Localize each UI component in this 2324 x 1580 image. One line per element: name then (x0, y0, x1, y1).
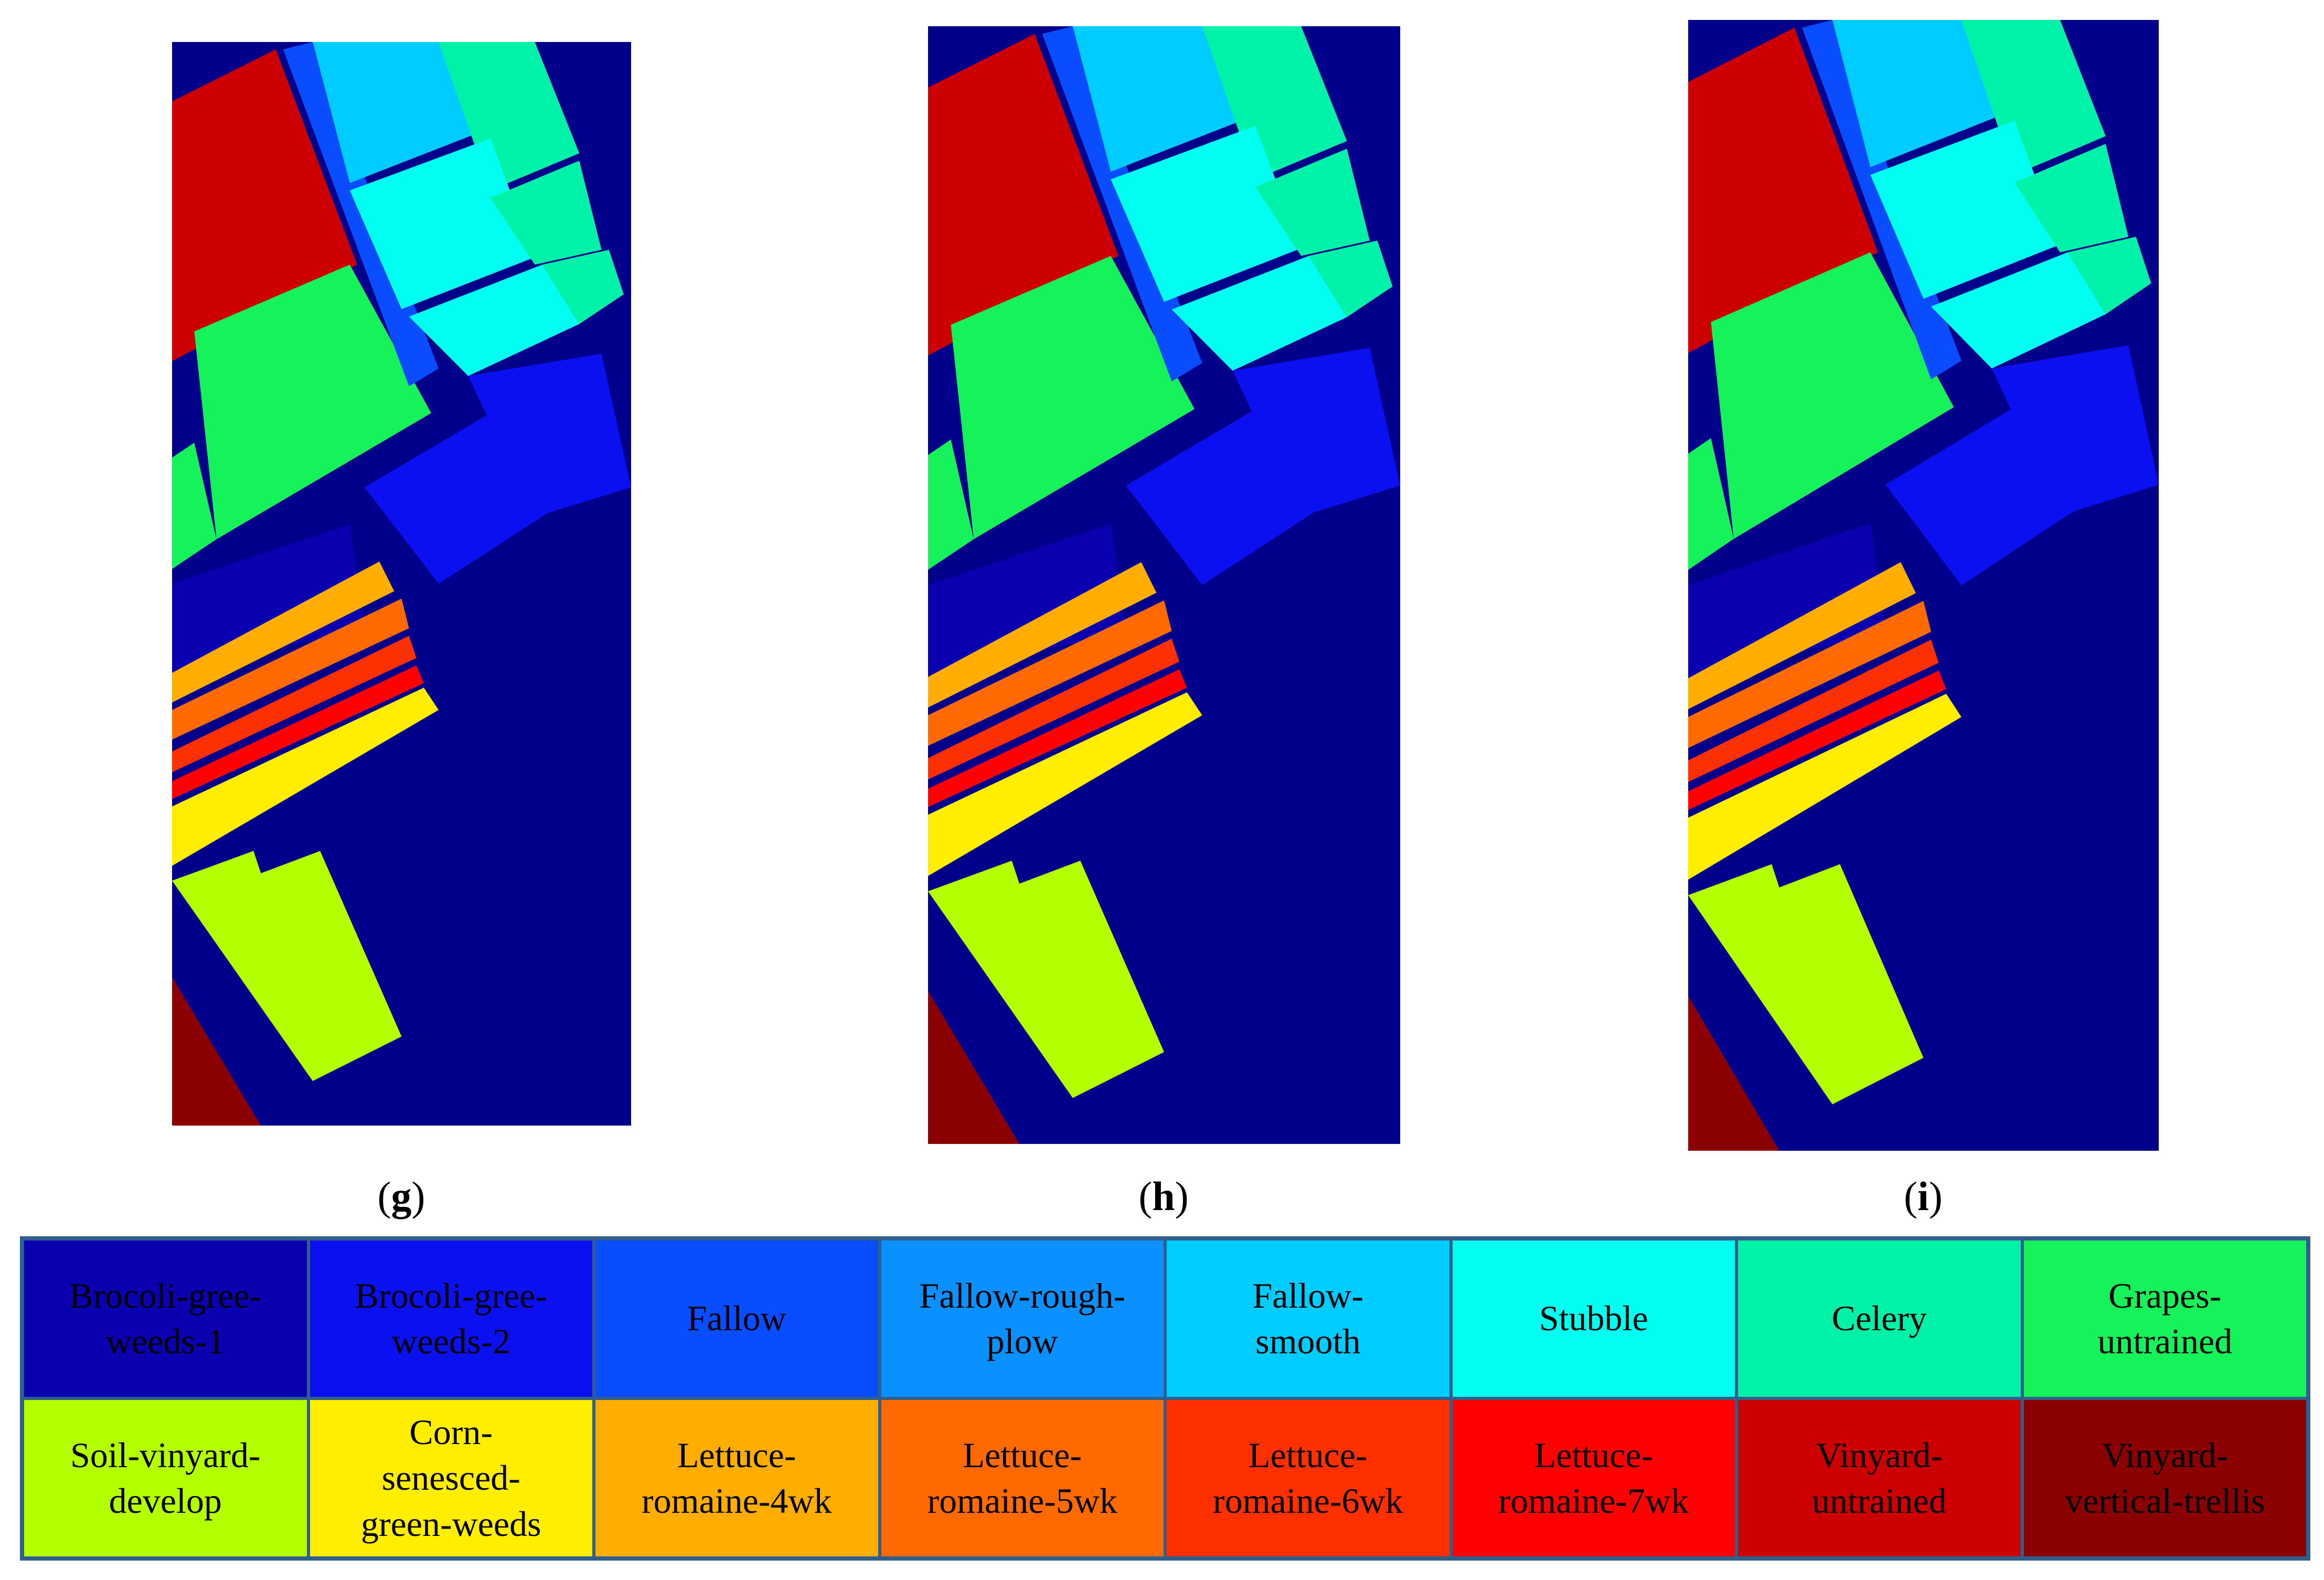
celery-field-3 (1308, 240, 1393, 317)
legend-cell: Vinyard- untrained (1736, 1398, 2022, 1558)
lettuce-4wk-stripe (1688, 562, 1916, 709)
stubble-field-2 (409, 264, 580, 376)
corn-senesced-stripe (928, 692, 1202, 876)
grapes-untrained-strip (1688, 438, 1734, 570)
grapes-untrained-region (194, 264, 431, 539)
corn-senesced-stripe (172, 687, 439, 866)
legend-cell: Stubble (1451, 1239, 1736, 1398)
celery-field-2 (2014, 144, 2129, 252)
grapes-untrained-strip (928, 439, 974, 570)
legend-cell: Vinyard- vertical-trellis (2022, 1398, 2308, 1558)
celery-field-1 (1961, 20, 2106, 175)
map-panel-h (928, 26, 1400, 1144)
vinyard-vertical-trellis-region (172, 977, 261, 1126)
lettuce-4wk-stripe (928, 562, 1157, 708)
lettuce-7wk-stripe (928, 669, 1187, 808)
lettuce-6wk-stripe (172, 635, 417, 772)
legend-cell: Fallow (594, 1239, 880, 1398)
classification-map-svg (172, 42, 631, 1126)
legend-cell: Brocoli-gree- weeds-1 (23, 1239, 308, 1398)
legend-cell: Celery (1736, 1239, 2022, 1398)
legend-cell: Lettuce- romaine-4wk (594, 1398, 880, 1558)
brocoli-2-region (1991, 345, 2159, 516)
brocoli-2-field (1885, 407, 2091, 586)
lettuce-5wk-stripe (1688, 601, 1931, 748)
stubble-field-1 (349, 138, 535, 310)
fallow-smooth-field-1 (313, 42, 483, 183)
brocoli-1-region (1688, 523, 1886, 678)
legend-cell: Grapes- untrained (2022, 1239, 2308, 1398)
celery-field-3 (542, 250, 624, 324)
lettuce-4wk-stripe (172, 561, 395, 703)
stubble-field-2 (1931, 252, 2106, 369)
grapes-untrained-region (951, 256, 1195, 539)
celery-field-2 (490, 161, 602, 265)
legend-cell: Lettuce- romaine-7wk (1451, 1398, 1736, 1558)
grapes-untrained-region (1711, 252, 1954, 539)
soil-vinyard-develop-region (172, 851, 402, 1081)
legend-cell: Lettuce- romaine-5wk (879, 1398, 1165, 1558)
panel-label-h: (h) (1138, 1173, 1189, 1219)
stubble-field-2 (1171, 256, 1347, 371)
legend-cell: Brocoli-gree- weeds-2 (308, 1239, 594, 1398)
grapes-untrained-strip (172, 442, 217, 569)
celery-field-1 (439, 42, 580, 190)
map-panel-i (1688, 20, 2159, 1151)
legend-cell: Corn- senesced- green-weeds (308, 1398, 594, 1558)
celery-field-3 (2067, 237, 2151, 314)
lettuce-7wk-stripe (1688, 670, 1946, 810)
classification-map-svg (1688, 20, 2159, 1151)
lettuce-6wk-stripe (928, 639, 1180, 780)
soil-vinyard-develop-region (1688, 864, 1924, 1105)
lettuce-5wk-stripe (172, 598, 409, 740)
lettuce-5wk-stripe (928, 600, 1172, 746)
panel-label-g: (g) (377, 1173, 425, 1219)
fallow-smooth-field-1 (1072, 26, 1248, 172)
classification-map-svg (928, 26, 1400, 1144)
brocoli-1-region (172, 524, 365, 673)
celery-field-2 (1255, 149, 1370, 256)
corn-senesced-stripe (1688, 694, 1961, 880)
celery-field-1 (1202, 26, 1347, 179)
vinyard-vertical-trellis-region (928, 991, 1020, 1144)
stubble-field-1 (1111, 125, 1302, 302)
stubble-field-1 (1870, 120, 2060, 299)
fallow-smooth-field-1 (1832, 20, 2007, 167)
brocoli-2-field (1126, 409, 1332, 585)
brocoli-2-region (1232, 347, 1400, 516)
map-panel-g (172, 42, 631, 1126)
brocoli-2-region (468, 354, 631, 517)
brocoli-2-field (364, 413, 564, 584)
soil-vinyard-develop-region (928, 861, 1164, 1098)
legend-cell: Lettuce- romaine-6wk (1165, 1398, 1451, 1558)
legend-cell: Soil-vinyard- develop (23, 1398, 308, 1558)
brocoli-1-region (928, 524, 1126, 677)
legend-cell: Fallow- smooth (1165, 1239, 1451, 1398)
legend-cell: Fallow-rough- plow (879, 1239, 1165, 1398)
lettuce-7wk-stripe (172, 665, 424, 799)
lettuce-6wk-stripe (1688, 639, 1939, 782)
panel-label-i: (i) (1904, 1173, 1943, 1219)
